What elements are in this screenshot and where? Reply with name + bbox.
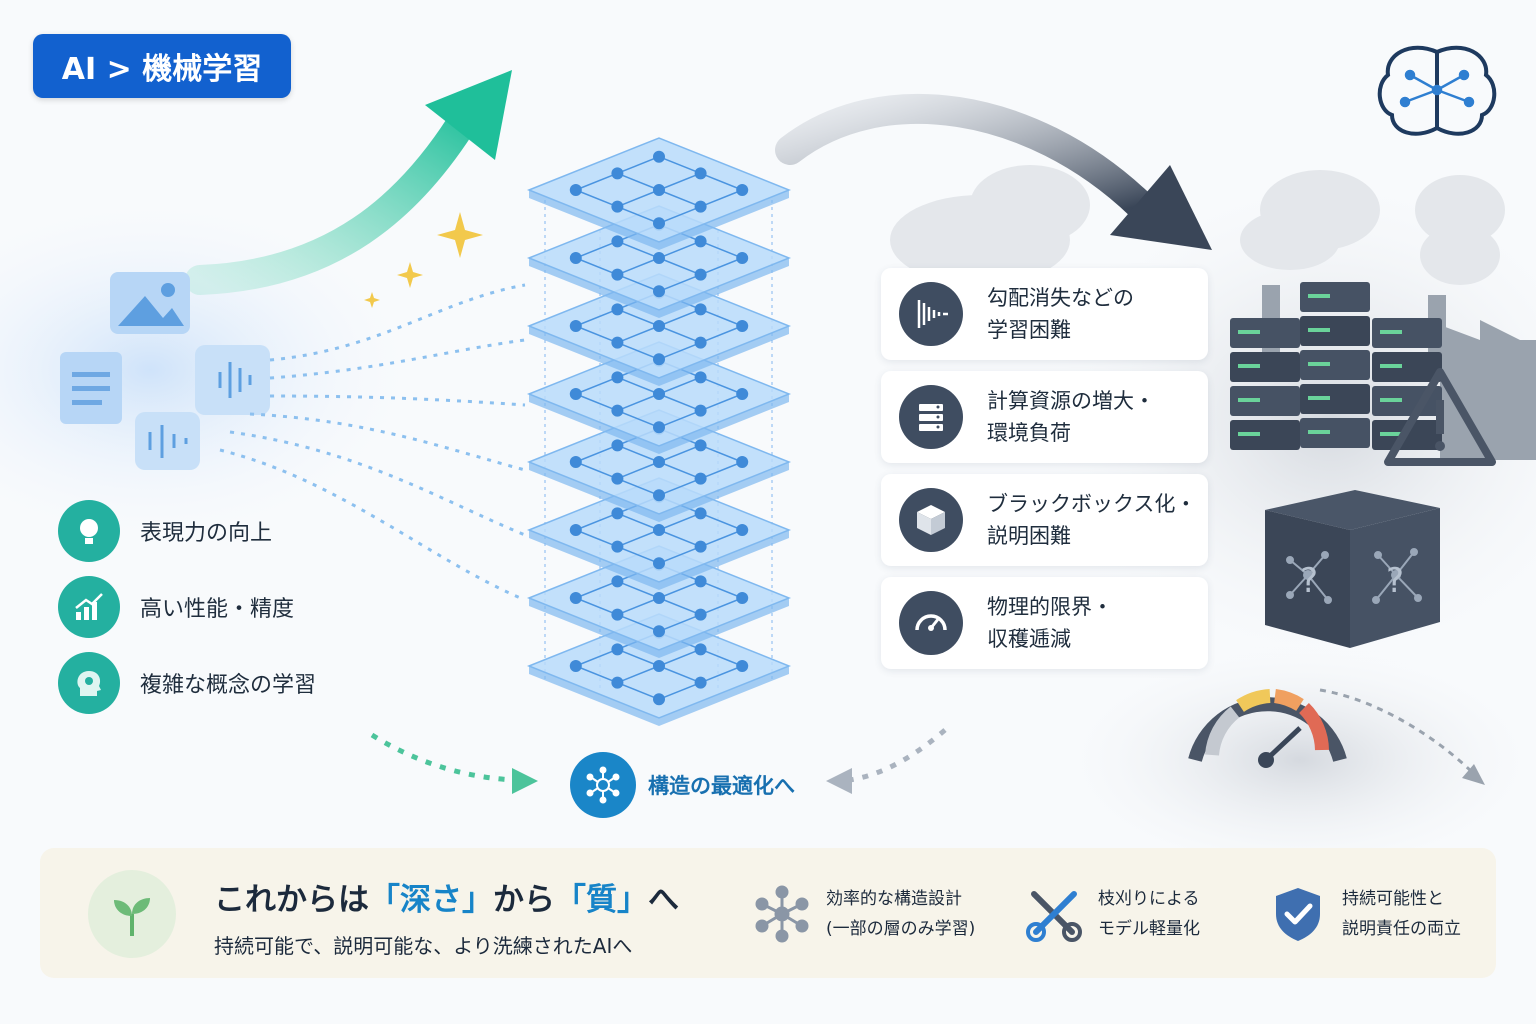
neural-layer [526,613,792,726]
problem-card: ブラックボックス化・ 説明困難 [881,474,1208,566]
breadcrumb[interactable]: AI > 機械学習 [33,34,291,98]
problem-card: 計算資源の増大・ 環境負荷 [881,371,1208,463]
bottom-item-label: 効率的な構造設計 (一部の層のみ学習) [826,889,976,939]
gauge-icon [899,591,963,655]
problem-card: 物理的限界・ 収穫逓減 [881,577,1208,669]
headline-mid: から [493,882,555,918]
speedometer-icon [1188,688,1485,785]
black-box-cube-icon: ? ? [1265,490,1440,648]
audio-wave-icon [135,345,270,470]
head-profile-icon [58,652,120,714]
conclusion-headline: これからは「深さ」から「質」へ [214,874,679,919]
benefit-label: 表現力の向上 [140,521,273,546]
problem-label: 勾配消失などの 学習困難 [987,286,1134,342]
optimize-text: 構造の最適化へ [648,774,795,798]
molecule-network-icon [755,885,809,943]
bar-chart-up-icon [58,576,120,638]
shield-check-icon [1276,888,1320,941]
bottom-item: 持続可能性と 説明責任の両立 [1268,882,1461,946]
headline-prefix: これからは [214,882,369,918]
benefit-label: 複雑な概念の学習 [140,673,317,698]
tools-icon [1026,891,1082,942]
optimize-label: 構造の最適化へ [570,752,795,818]
warning-icon [1384,368,1496,466]
conclusion-subtitle: 持続可能で、説明可能な、より洗練されたAIへ [214,934,633,958]
cube-icon [899,488,963,552]
problem-label: 物理的限界・ 収穫逓減 [987,595,1113,651]
bottom-item-label: 枝刈りによる モデル軽量化 [1098,889,1200,939]
benefit-item: 表現力の向上 [58,500,388,562]
benefit-item: 高い性能・精度 [58,576,388,638]
problem-label: 計算資源の増大・ 環境負荷 [987,389,1155,445]
headline-depth: 「深さ」 [369,882,493,918]
network-hub-icon [570,752,636,818]
svg-text:?: ? [1386,561,1404,601]
bottom-item-label: 持続可能性と 説明責任の両立 [1342,889,1461,939]
bottom-item: 枝刈りによる モデル軽量化 [1024,882,1200,946]
image-icon [110,272,190,334]
sparkle-icon [364,212,483,308]
brain-network-icon [1377,45,1497,136]
headline-suffix: へ [648,882,679,918]
neural-layer [526,545,792,658]
server-icon [899,385,963,449]
neural-layer-stack [526,137,792,726]
problem-label: ブラックボックス化・ 説明困難 [987,492,1197,548]
conclusion-panel [40,848,1496,978]
bottom-item: 効率的な構造設計 (一部の層のみ学習) [752,882,975,946]
headline-quality: 「質」 [555,882,648,918]
neural-layer [526,341,792,454]
neural-layer [526,273,792,386]
svg-text:?: ? [1300,561,1318,601]
benefit-item: 複雑な概念の学習 [58,652,388,714]
lightbulb-icon [58,500,120,562]
document-icon [60,352,122,424]
fading-wave-icon [899,282,963,346]
problem-card: 勾配消失などの 学習困難 [881,268,1208,360]
sprout-icon [88,870,176,958]
neural-layer [526,137,792,250]
benefit-label: 高い性能・精度 [140,597,295,622]
